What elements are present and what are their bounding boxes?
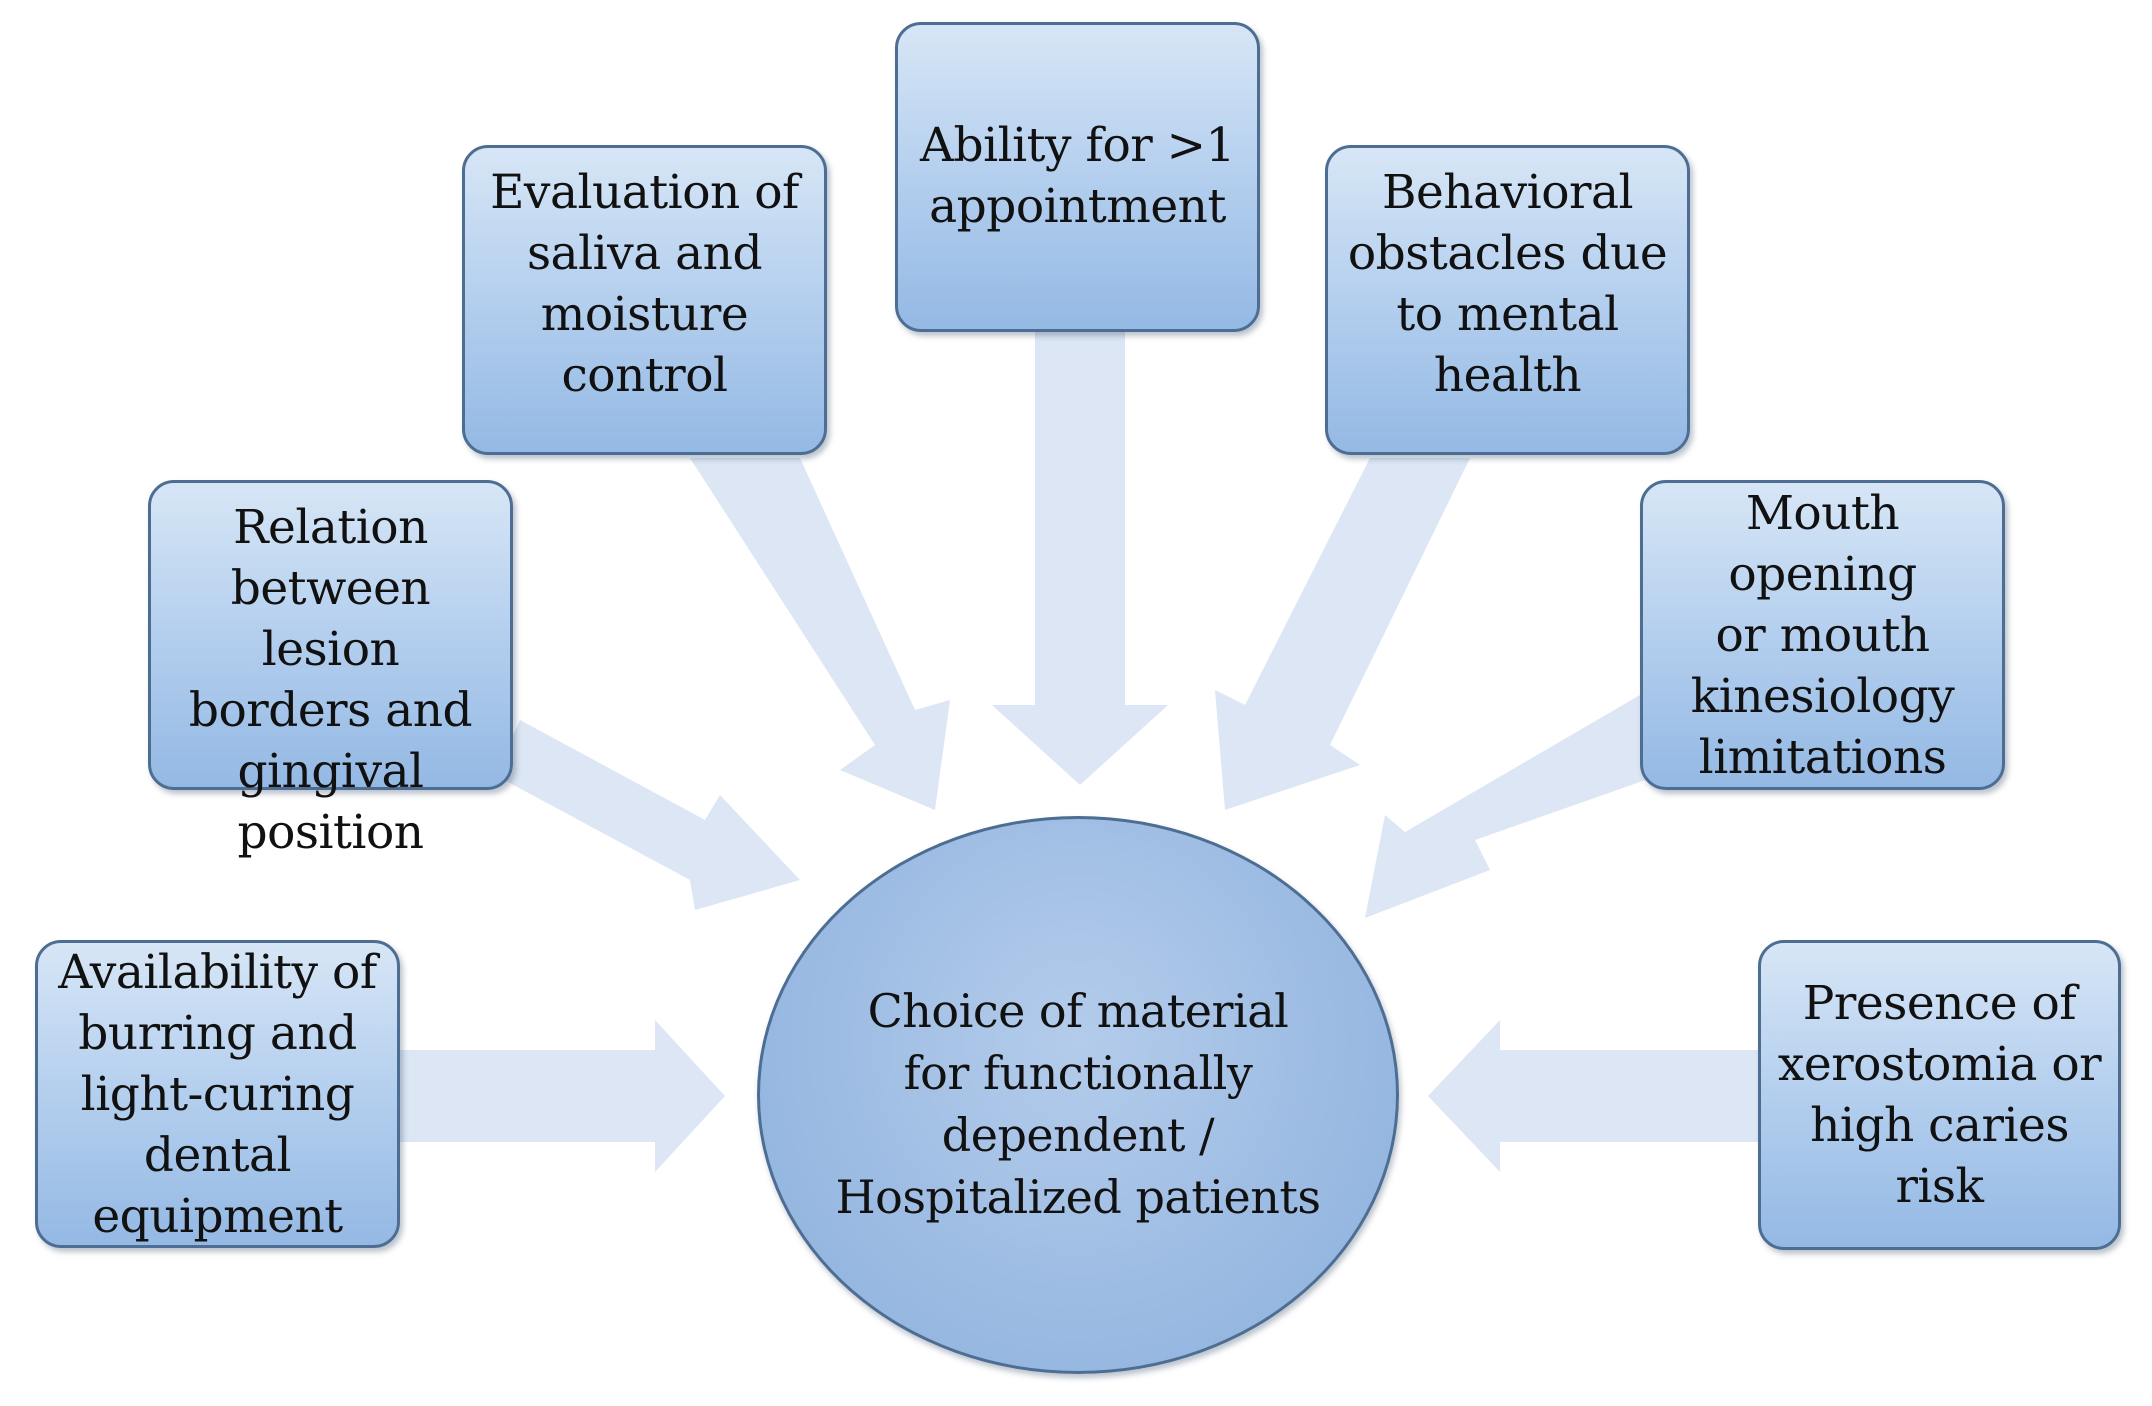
factor-box-saliva: Evaluation of saliva and moisture contro…: [462, 145, 827, 455]
factor-label-saliva: Evaluation of saliva and moisture contro…: [490, 165, 799, 403]
arrow-mouth: [1365, 695, 1660, 918]
factor-box-xerostomia: Presence of xerostomia or high caries ri…: [1758, 940, 2121, 1250]
factor-label-behavioral: Behavioral obstacles due to mental healt…: [1347, 165, 1668, 403]
arrow-lesion: [495, 720, 800, 910]
factor-label-mouth: Mouth opening or mouth kinesiology limit…: [1690, 485, 1955, 785]
factor-label-appointments: Ability for >1 appointment: [920, 118, 1235, 234]
factor-box-lesion: Relation between lesion borders and ging…: [148, 480, 513, 860]
factor-box-equipment: Availability of burring and light-curing…: [35, 940, 400, 1248]
center-circle: Choice of material for functionally depe…: [757, 816, 1399, 1374]
factor-box-mouth: Mouth opening or mouth kinesiology limit…: [1640, 480, 2005, 790]
arrow-xerostomia: [1428, 1020, 1760, 1172]
factor-label-equipment: Availability of burring and light-curing…: [58, 944, 377, 1244]
factor-label-lesion: Relation between lesion borders and ging…: [188, 500, 473, 860]
arrow-saliva: [690, 458, 950, 810]
arrow-appointments: [992, 330, 1168, 785]
arrow-behavioral: [1215, 458, 1470, 810]
arrow-equipment: [400, 1020, 725, 1172]
center-label: Choice of material for functionally depe…: [835, 984, 1321, 1224]
factor-box-appointments: Ability for >1 appointment: [895, 22, 1260, 332]
factor-label-xerostomia: Presence of xerostomia or high caries ri…: [1777, 976, 2102, 1214]
factor-box-behavioral: Behavioral obstacles due to mental healt…: [1325, 145, 1690, 455]
